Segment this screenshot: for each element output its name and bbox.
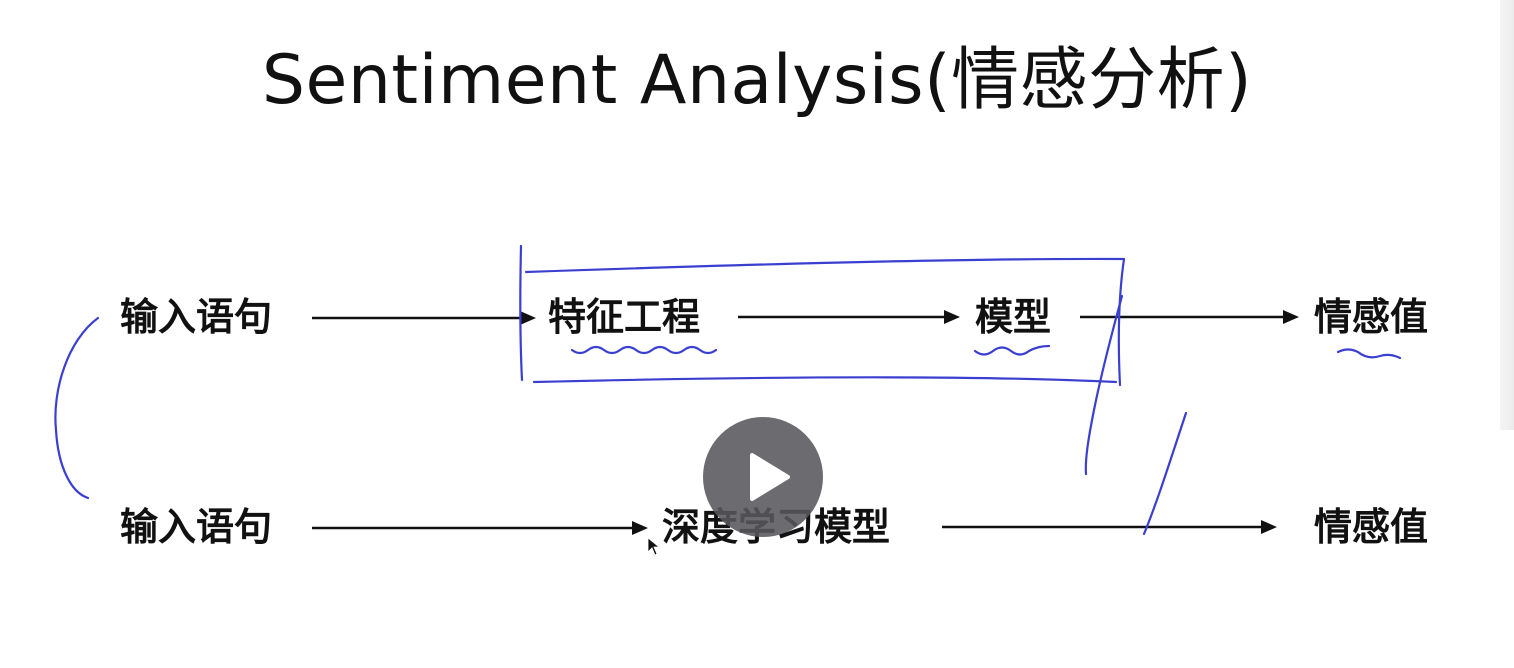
cross-stroke-short: [1142, 411, 1188, 536]
row1-arrow-2: [738, 310, 960, 324]
row1-input-label: 输入语句: [120, 295, 273, 339]
scrollbar-edge: [1500, 0, 1514, 430]
cross-stroke-long: [1084, 294, 1124, 476]
row1-feature-label: 特征工程: [548, 295, 701, 339]
underline-feature: [570, 345, 718, 355]
underline-output: [1336, 348, 1402, 360]
handdrawn-box: [519, 244, 1126, 387]
row2-arrow-2: [942, 520, 1277, 534]
slide-title: Sentiment Analysis(情感分析): [261, 41, 1253, 120]
row2-arrow-1: [312, 521, 648, 535]
play-icon: [750, 453, 790, 501]
row1-output-label: 情感值: [1314, 295, 1429, 339]
row2-input-label: 输入语句: [120, 505, 273, 549]
cursor-icon: [647, 537, 661, 556]
row1-arrow-1: [312, 311, 536, 325]
row2-output-label: 情感值: [1314, 505, 1429, 549]
row1-arrow-3: [1080, 310, 1299, 324]
play-button[interactable]: [703, 417, 823, 537]
underline-model: [973, 344, 1051, 356]
row1-model-label: 模型: [975, 295, 1052, 339]
left-bracket: [54, 316, 100, 500]
